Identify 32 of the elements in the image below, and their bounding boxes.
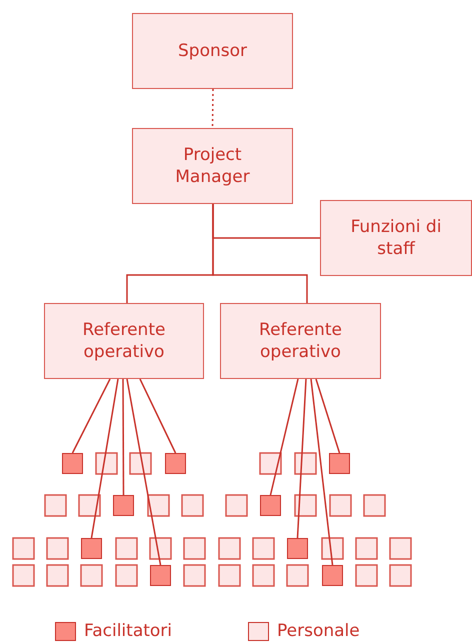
facilitator-square [165, 453, 186, 474]
connector [212, 204, 308, 303]
facilitator-square [287, 538, 308, 559]
role-box [44, 303, 204, 379]
facilitator-square [260, 495, 281, 516]
role-box [220, 303, 381, 379]
dotted-connector [212, 88, 214, 128]
connector [90, 378, 119, 538]
connector [296, 378, 307, 538]
legend-label: Personale [277, 621, 360, 641]
facilitator-square [322, 565, 343, 586]
facilitator-square [62, 453, 83, 474]
role-box [132, 128, 293, 204]
role-label: Project Manager [174, 144, 251, 188]
connector [139, 378, 176, 454]
role-label: Referente operativo [258, 318, 343, 364]
legend-label: Facilitatori [84, 621, 172, 641]
connector [122, 379, 124, 495]
role-label: Sponsor [178, 40, 247, 62]
facilitator-square [150, 565, 171, 586]
role-label: Funzioni di staff [350, 216, 442, 260]
role-label: Referente operativo [82, 318, 166, 364]
connector [315, 378, 340, 454]
facilitator-square [329, 453, 350, 474]
facilitator-square [81, 538, 102, 559]
connector [270, 378, 299, 496]
connector [126, 378, 162, 566]
connector [72, 378, 111, 454]
connector [310, 378, 334, 566]
role-box [132, 13, 293, 89]
facilitator-square [113, 495, 134, 516]
role-box [320, 200, 472, 276]
